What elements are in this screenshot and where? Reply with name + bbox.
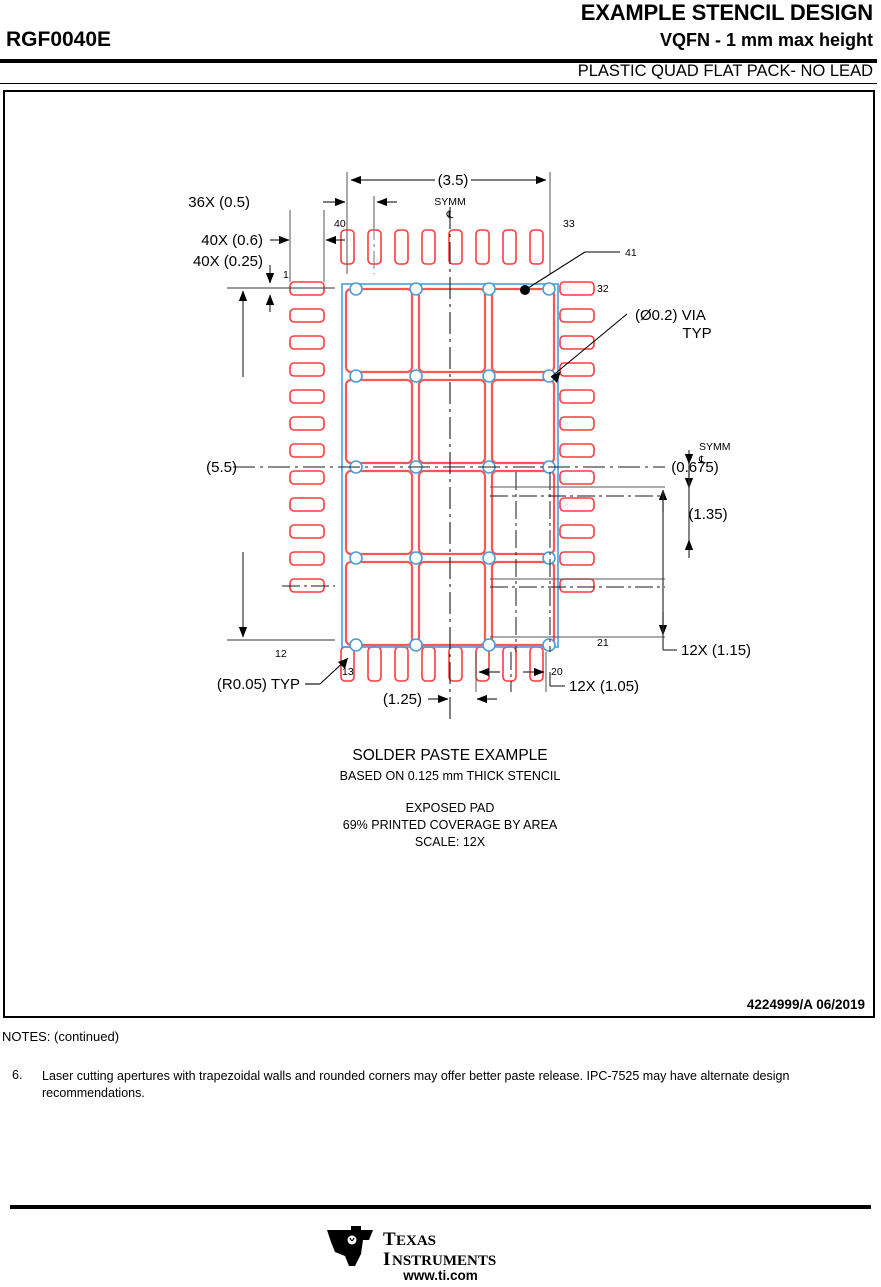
caption-line-4: 69% PRINTED COVERAGE BY AREA bbox=[343, 818, 558, 832]
caption-line-2: BASED ON 0.125 mm THICK STENCIL bbox=[340, 769, 561, 783]
dim-3-5-label: (3.5) bbox=[438, 172, 469, 189]
header-divider-thick bbox=[0, 59, 877, 63]
svg-text:EXAS: EXAS bbox=[396, 1233, 436, 1249]
pin-label-33: 33 bbox=[563, 218, 575, 230]
svg-text:T: T bbox=[383, 1229, 396, 1250]
pin-label-20: 20 bbox=[551, 666, 563, 678]
page-subtitle: VQFN - 1 mm max height bbox=[659, 30, 873, 50]
header-divider-thin bbox=[0, 83, 877, 84]
dim-r005-label: (R0.05) TYP bbox=[217, 676, 300, 693]
top-paste-apertures bbox=[340, 229, 544, 265]
drawing-number: 4224999/A 06/2019 bbox=[746, 997, 865, 1012]
notes-heading: NOTES: (continued) bbox=[2, 1029, 120, 1044]
dim-via-typ-label: TYP bbox=[682, 325, 711, 342]
exposed-pad-apertures bbox=[344, 287, 556, 647]
symm-top-label: SYMM bbox=[434, 196, 466, 208]
part-number-label: RGF0040E bbox=[6, 28, 112, 51]
right-paste-apertures bbox=[559, 281, 595, 593]
pin-label-40: 40 bbox=[334, 218, 346, 230]
ti-logo-icon: T EXAS I NSTRUMENTS bbox=[326, 1226, 496, 1270]
svg-text:NSTRUMENTS: NSTRUMENTS bbox=[392, 1253, 496, 1269]
dim-36x-label: 36X (0.5) bbox=[188, 194, 250, 211]
dim-40x-025-label: 40X (0.25) bbox=[193, 253, 263, 270]
dim-0675-label: (0.675) bbox=[671, 459, 719, 476]
dim-via-dia-label: (Ø0.2) VIA bbox=[635, 307, 706, 324]
caption-line-5: SCALE: 12X bbox=[415, 835, 486, 849]
leader-lines bbox=[305, 251, 628, 685]
via-markers bbox=[349, 282, 556, 652]
witness-lines bbox=[227, 172, 665, 692]
radius-arrowhead bbox=[338, 658, 348, 669]
drawing-frame: 36X (0.5) 40X (0.6) 40X (0.25) (3.5) (5.… bbox=[3, 90, 875, 1018]
dim-5-5-label: (5.5) bbox=[206, 459, 237, 476]
dim-135-label: (1.35) bbox=[688, 506, 727, 523]
secondary-center-lines bbox=[282, 222, 665, 692]
dimension-stems bbox=[549, 464, 690, 687]
caption-line-1: SOLDER PASTE EXAMPLE bbox=[352, 747, 547, 764]
center-lines bbox=[233, 207, 665, 724]
ti-logo: T EXAS I NSTRUMENTS bbox=[0, 1226, 881, 1275]
pin-label-13: 13 bbox=[342, 666, 354, 678]
stencil-drawing: 36X (0.5) 40X (0.6) 40X (0.25) (3.5) (5.… bbox=[188, 172, 751, 849]
ti-website-url: www.ti.com bbox=[403, 1268, 478, 1283]
pin41-dot bbox=[520, 285, 530, 295]
symm-right-symbol: ℄ bbox=[698, 454, 706, 466]
pin-label-32: 32 bbox=[597, 283, 609, 295]
left-paste-apertures bbox=[289, 281, 325, 593]
footer-divider bbox=[10, 1205, 871, 1209]
via-arrowhead bbox=[551, 371, 561, 383]
symm-top-symbol: ℄ bbox=[446, 209, 454, 221]
svg-text:I: I bbox=[383, 1249, 390, 1270]
dimension-lines bbox=[238, 175, 694, 704]
dim-125-label: (1.25) bbox=[383, 691, 422, 708]
dim-12x-115-label: 12X (1.15) bbox=[681, 642, 751, 659]
pin-label-41: 41 bbox=[625, 247, 637, 259]
symm-right-label: SYMM bbox=[699, 441, 731, 453]
note-number: 6. bbox=[12, 1068, 23, 1082]
pin-label-12: 12 bbox=[275, 648, 287, 660]
pin-label-1: 1 bbox=[283, 269, 289, 281]
dim-12x-105-label: 12X (1.05) bbox=[569, 678, 639, 695]
pin-label-21: 21 bbox=[597, 637, 609, 649]
note-text: Laser cutting apertures with trapezoidal… bbox=[42, 1069, 790, 1100]
page-header: EXAMPLE STENCIL DESIGN VQFN - 1 mm max h… bbox=[0, 0, 881, 92]
caption-line-3: EXPOSED PAD bbox=[406, 801, 495, 815]
dim-40x-06-label: 40X (0.6) bbox=[201, 232, 263, 249]
page-title: EXAMPLE STENCIL DESIGN bbox=[580, 0, 873, 25]
package-description: PLASTIC QUAD FLAT PACK- NO LEAD bbox=[577, 62, 873, 80]
bottom-paste-apertures bbox=[340, 646, 544, 682]
